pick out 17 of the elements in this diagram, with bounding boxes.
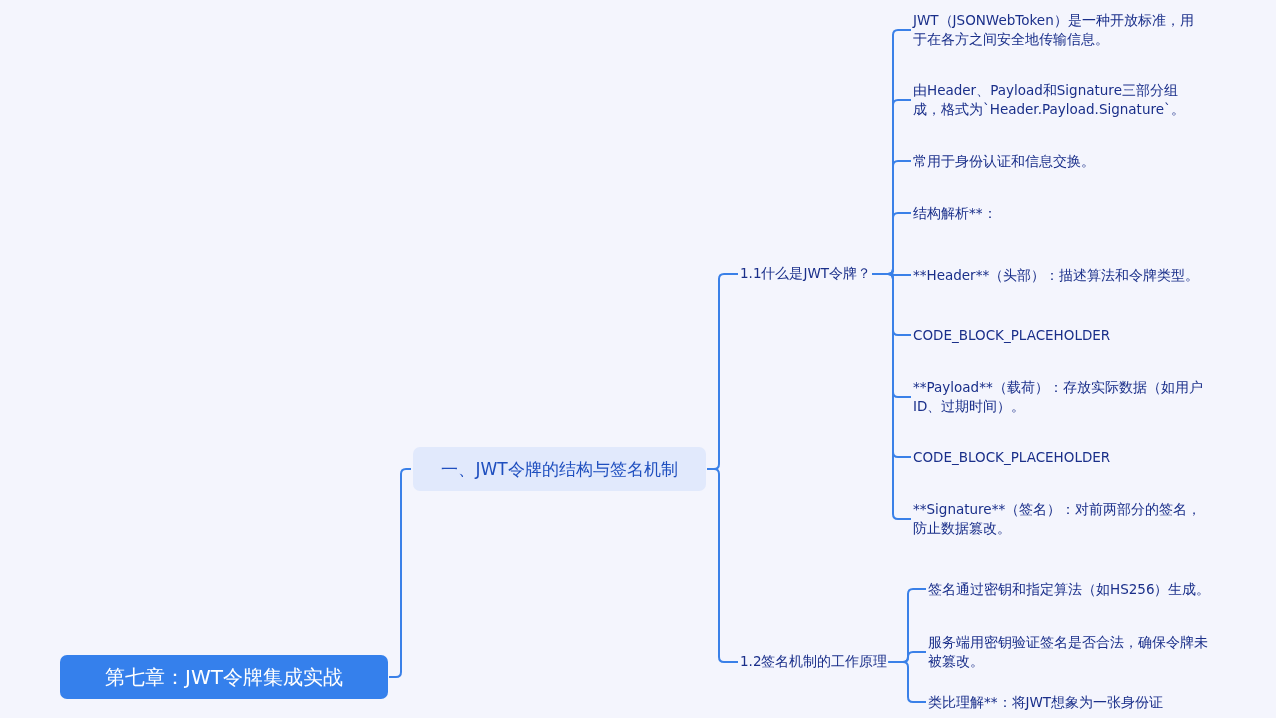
subtopic-label: 1.1什么是JWT令牌？ <box>740 263 872 285</box>
note-text: JWT（JSONWebToken）是一种开放标准，用于在各方之间安全地传输信息。 <box>913 10 1203 50</box>
connector-line <box>388 468 412 678</box>
root-topic-box: 第七章：JWT令牌集成实战 <box>60 655 388 699</box>
subtopic-label: 1.2签名机制的工作原理 <box>740 651 888 673</box>
note-text: 签名通过密钥和指定算法（如HS256）生成。 <box>928 569 1218 609</box>
note-text: 结构解析**： <box>913 202 1203 224</box>
note-text: 由Header、Payload和Signature三部分组成，格式为`Header.Payload.Signature`。 <box>913 80 1203 120</box>
note-text: CODE_BLOCK_PLACEHOLDER <box>913 324 1203 346</box>
note-text: **Payload**（载荷）：存放实际数据（如用户ID、过期时间）。 <box>913 377 1203 417</box>
note-text: 类比理解**：将JWT想象为一张身份证 <box>928 691 1218 713</box>
topic-box: 一、JWT令牌的结构与签名机制 <box>413 447 706 491</box>
note-text: 服务端用密钥验证签名是否合法，确保令牌未被篡改。 <box>928 632 1218 672</box>
note-text: CODE_BLOCK_PLACEHOLDER <box>913 446 1203 468</box>
note-text: 常用于身份认证和信息交换。 <box>913 150 1203 172</box>
note-text: **Signature**（签名）：对前两部分的签名，防止数据篡改。 <box>913 499 1203 539</box>
note-text: **Header**（头部）：描述算法和令牌类型。 <box>913 255 1203 295</box>
